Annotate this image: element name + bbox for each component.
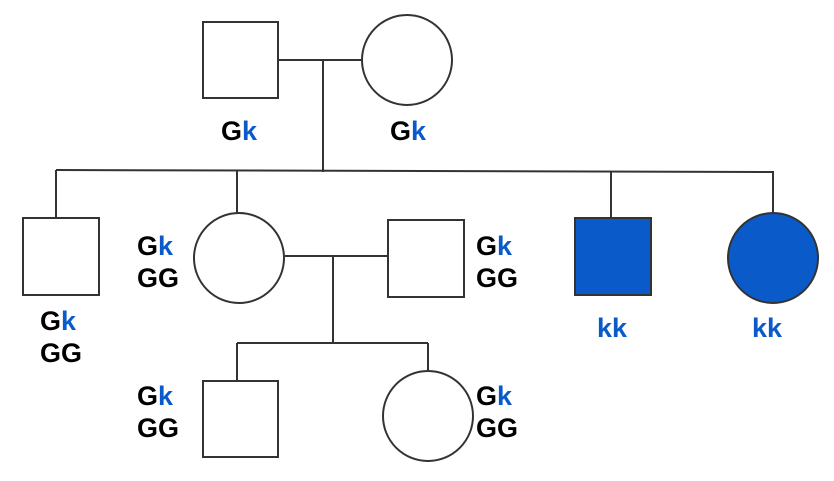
allele-G: G	[497, 413, 518, 443]
g1-mother-genotype: Gk	[390, 116, 427, 146]
allele-k: k	[61, 306, 77, 336]
g2-son2-genotype: kk	[597, 313, 628, 343]
allele-k: k	[497, 231, 513, 261]
allele-k: k	[242, 116, 258, 146]
allele-G: G	[476, 413, 497, 443]
allele-k: k	[752, 313, 768, 343]
allele-k: k	[158, 231, 174, 261]
allele-k: k	[158, 381, 174, 411]
allele-G: G	[137, 413, 158, 443]
allele-G: G	[476, 231, 497, 261]
allele-G: G	[476, 381, 497, 411]
allele-k: k	[597, 313, 613, 343]
allele-G: G	[137, 231, 158, 261]
g2-daughter2-genotype: kk	[752, 313, 783, 343]
g3-daughter-circle	[382, 370, 474, 462]
g2-daughter-circle	[193, 212, 285, 304]
allele-G: G	[158, 263, 179, 293]
allele-G: G	[137, 263, 158, 293]
g3-son-square	[202, 380, 279, 458]
g2-daughter2-circle-affected	[727, 212, 819, 304]
allele-G: G	[61, 338, 82, 368]
allele-G: G	[221, 116, 242, 146]
g2-son2-square-affected	[574, 217, 652, 296]
allele-G: G	[40, 306, 61, 336]
pedigree-lines	[55, 59, 775, 381]
pedigree-individuals	[22, 14, 819, 462]
allele-G: G	[476, 263, 497, 293]
allele-k: k	[497, 381, 513, 411]
g1-mother-circle	[361, 14, 453, 106]
allele-G: G	[390, 116, 411, 146]
g1-father-genotype: Gk	[221, 116, 258, 146]
allele-k: k	[411, 116, 427, 146]
allele-G: G	[137, 381, 158, 411]
g1-father-square	[202, 21, 279, 99]
allele-k: k	[612, 313, 628, 343]
allele-k: k	[767, 313, 783, 343]
g2-sibship-line	[55, 169, 775, 173]
allele-G: G	[158, 413, 179, 443]
allele-G: G	[40, 338, 61, 368]
g2-son1-square	[22, 217, 100, 296]
allele-G: G	[497, 263, 518, 293]
g2-spouse-square	[387, 219, 465, 298]
